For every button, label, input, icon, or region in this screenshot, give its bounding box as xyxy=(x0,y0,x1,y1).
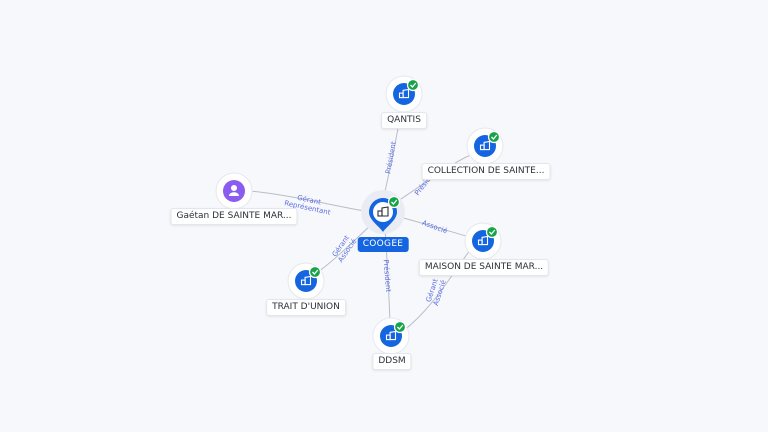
building-icon xyxy=(398,88,410,99)
node-label-qantis[interactable]: QANTIS xyxy=(381,112,427,129)
node-center[interactable] xyxy=(361,190,405,234)
person-icon xyxy=(229,185,239,196)
building-icon xyxy=(479,140,491,151)
node-gaetan[interactable] xyxy=(215,172,253,210)
node-label-trait[interactable]: TRAIT D'UNION xyxy=(266,299,346,316)
node-qantis[interactable] xyxy=(385,75,423,113)
verified-check-icon xyxy=(406,78,420,92)
edge-label-qantis: Président xyxy=(384,141,398,175)
edge-label-ddsm: Président xyxy=(382,259,393,292)
node-ddsm[interactable] xyxy=(372,317,410,355)
building-icon xyxy=(385,330,397,341)
edge-label-maison: Associé xyxy=(421,219,449,236)
verified-check-icon xyxy=(393,320,407,334)
verified-check-icon xyxy=(308,265,322,279)
node-label-collection[interactable]: COLLECTION DE SAINTE... xyxy=(421,163,551,180)
building-icon xyxy=(300,275,312,286)
verified-check-icon xyxy=(485,225,499,239)
node-label-maison[interactable]: MAISON DE SAINTE MAR... xyxy=(418,259,550,276)
node-maison[interactable] xyxy=(464,222,502,260)
edge-label-ddsm_maison: GérantAssocié xyxy=(424,277,447,307)
node-label-gaetan[interactable]: Gaétan DE SAINTE MAR... xyxy=(170,208,298,225)
node-label-ddsm[interactable]: DDSM xyxy=(372,353,412,370)
node-collection[interactable] xyxy=(466,127,504,165)
verified-check-icon xyxy=(387,195,401,209)
node-trait[interactable] xyxy=(287,262,325,300)
edge-gaetan xyxy=(249,190,371,213)
building-icon xyxy=(477,235,489,246)
verified-check-icon xyxy=(487,130,501,144)
building-icon xyxy=(377,206,389,217)
nodes-layer xyxy=(215,75,504,355)
center-node-label[interactable]: COOGEE xyxy=(357,237,409,252)
